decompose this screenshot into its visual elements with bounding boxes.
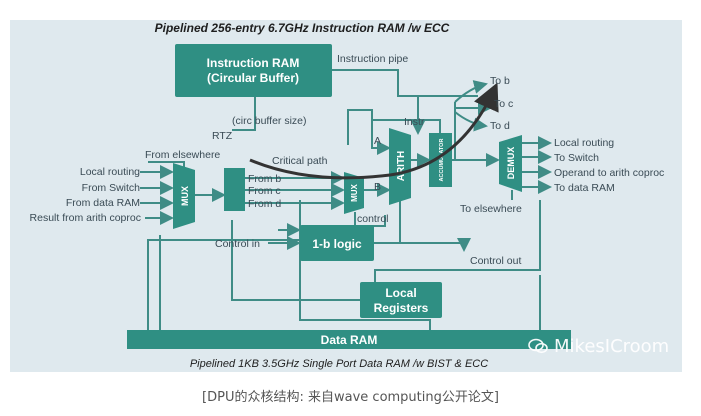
output-operand-to-arith-coproc: Operand to arith coproc [554,167,664,179]
output-to-data-ram: To data RAM [554,182,615,194]
mux-operand: MUX [344,172,364,214]
critical-path-arrow [249,82,499,180]
svg-text:MUX: MUX [350,183,359,201]
connection-lines [140,69,552,330]
input-from-switch: From Switch [82,182,141,194]
output-to-c: To c [494,98,513,110]
svg-text:DEMUX: DEMUX [506,147,516,180]
svg-text:(Circular Buffer): (Circular Buffer) [207,71,299,85]
diagram-title: Pipelined 256-entry 6.7GHz Instruction R… [155,21,450,35]
label-to-elsewhere: To elsewhere [460,203,522,215]
svg-text:ACCUMULATOR: ACCUMULATOR [439,139,445,182]
output-to-switch: To Switch [554,152,599,164]
input-local-routing: Local routing [80,166,140,178]
svg-text:1-b logic: 1-b logic [312,237,362,251]
demux: DEMUX [499,135,522,192]
label-rtz: RTZ [212,130,233,142]
label-instr: Instr [404,116,425,128]
local-registers: Local Registers [360,282,442,318]
label-instruction-pipe: Instruction pipe [337,53,408,65]
label-b: B [374,181,381,193]
output-local-routing: Local routing [554,137,614,149]
svg-text:ARITH: ARITH [396,151,407,182]
svg-text:MUX: MUX [180,186,190,206]
instruction-ram: Instruction RAM (Circular Buffer) [175,44,332,97]
accumulator: ACCUMULATOR [429,133,452,187]
label-control-in: Control in [215,238,260,250]
diagram-subtitle: Pipelined 1KB 3.5GHz Single Port Data RA… [190,358,488,370]
output-to-b: To b [490,75,510,87]
wechat-icon [528,338,548,354]
svg-text:Data RAM: Data RAM [321,333,378,347]
output-to-d: To d [490,120,510,132]
pipeline-register [224,168,245,211]
svg-text:Local: Local [385,286,416,300]
svg-text:Instruction RAM: Instruction RAM [207,56,300,70]
label-from-d: From d [248,198,281,210]
label-a: A [374,135,381,147]
label-circ-buffer-size: (circ buffer size) [232,115,307,127]
label-from-c: From c [248,185,281,197]
input-from-data-ram: From data RAM [66,197,140,209]
svg-text:Registers: Registers [374,301,429,315]
figure-caption: [DPU的众核结构: 来自wave computing公开论文] [202,390,499,405]
label-control: control [357,213,389,225]
label-critical-path: Critical path [272,155,328,167]
input-result-from-arith-coproc: Result from arith coproc [30,212,141,224]
one-bit-logic: 1-b logic [300,225,374,261]
label-from-b: From b [248,173,281,185]
data-ram: Data RAM [127,330,571,349]
label-control-out: Control out [470,255,521,267]
watermark-text: MikesICroom [554,336,670,357]
label-from-elsewhere: From elsewhere [145,149,220,161]
mux-input: MUX [173,163,195,229]
arith-unit: ARITH [389,128,411,205]
